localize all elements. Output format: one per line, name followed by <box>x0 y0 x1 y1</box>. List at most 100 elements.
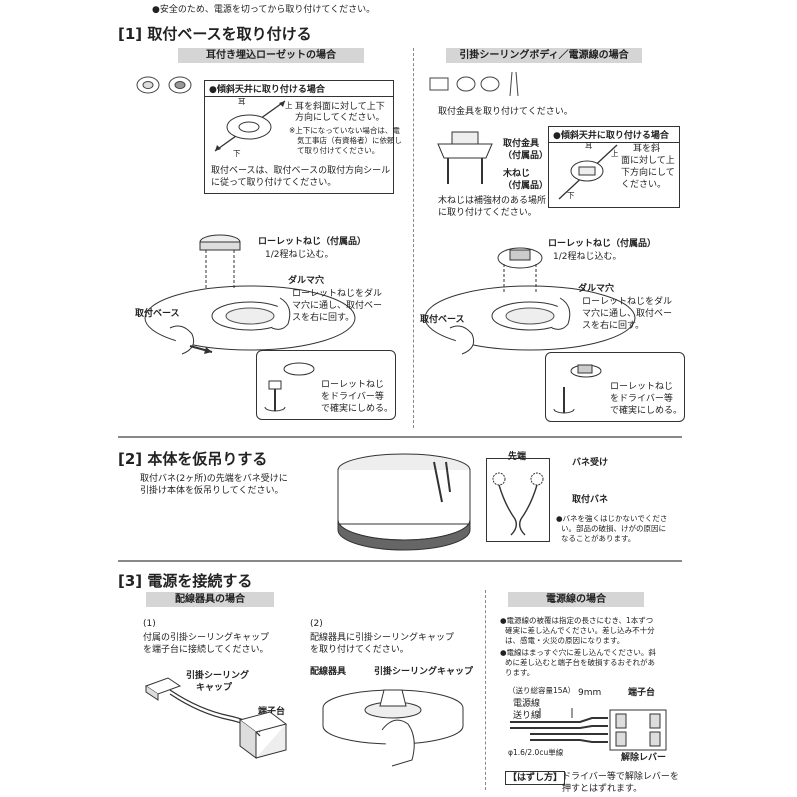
left-knurl-title: ローレットねじ（付属品） <box>258 237 367 247</box>
right-box-title: ●傾斜天井に取り付ける場合 <box>549 127 679 143</box>
rosette-banner: 耳付き埋込ローゼットの場合 <box>178 48 364 63</box>
left-label-ear: 耳 <box>238 97 246 106</box>
step1-terminal-label: 端子台 <box>258 707 286 717</box>
right-label-up: 上 <box>611 149 619 158</box>
left-inset-box: ローレットねじ をドライバー等 で確実にしめる。 <box>256 350 396 420</box>
wood-screw-label-2: （付属品） <box>503 181 549 191</box>
feed-capacity: （送り総容量15A） <box>508 686 576 695</box>
safety-notice: ●安全のため、電源を切ってから取り付けてください。 <box>152 5 376 15</box>
right-knurl-title: ローレットねじ（付属品） <box>548 239 657 249</box>
right-daruma-1: ローレットねじをダル <box>582 297 673 307</box>
device-label: 配線器具 <box>310 667 347 677</box>
left-warn-1: ※上下になっていない場合は、電 <box>289 126 400 135</box>
left-warn-3: て取り付けてください。 <box>297 146 380 155</box>
wire-spec: φ1.6/2.0cu単線 <box>508 748 564 757</box>
cap-attach-label: 引掛シーリングキャップ <box>374 667 474 677</box>
right-ear-4: ください。 <box>621 180 667 190</box>
section-1-divider <box>413 48 414 428</box>
spring-caution-1: ●バネを強くはじかないでくださ <box>556 514 668 523</box>
spring-receiver-label: バネ受け <box>572 458 609 468</box>
right-fitting-note: 取付金具を取り付けてください。 <box>438 107 573 117</box>
left-inset-diagram <box>264 362 315 412</box>
left-sloped-ceiling-box: ●傾斜天井に取り付ける場合 耳 上 下 耳を斜面に対して上下 方向にしてください… <box>204 80 402 194</box>
cap-terminal-diagram <box>144 677 288 759</box>
right-inset-1: ローレットねじ <box>610 382 674 392</box>
feed-line-label: 送り線 <box>513 711 541 721</box>
bracket-diagram <box>437 131 493 184</box>
right-daruma-3: スを右に回す。 <box>582 321 645 331</box>
left-warn-2: 気工事店（有資格者）に依頼し <box>297 136 402 145</box>
section-2-title: [2] 本体を仮吊りする <box>118 450 268 468</box>
power-note1-3: は、感電・火災の原因になります。 <box>505 636 625 645</box>
cap-label-2: キャップ <box>196 683 233 693</box>
ceiling-body-banner: 引掛シーリングボディ／電源線の場合 <box>446 48 642 63</box>
removal-label: 【はずし方】 <box>505 771 566 785</box>
bracket-label-1: 取付金具 <box>503 139 540 149</box>
wiring-device-banner: 配線器具の場合 <box>146 592 274 607</box>
ceiling-body-icons <box>429 71 519 97</box>
right-screw-note-2: に取り付けてください。 <box>438 208 537 218</box>
rosette-icons <box>136 76 192 94</box>
step2-text-1: 配線器具に引掛シーリングキャップ <box>310 633 455 643</box>
right-ear-1: 耳を斜 <box>633 144 661 154</box>
left-seal-note-1: 取付ベースは、取付ベースの取付方向シール <box>211 166 391 176</box>
right-knurl-sub: 1/2程ねじ込む。 <box>553 252 622 262</box>
section-2-desc-1: 取付バネ(2ヶ所)の先端をバネ受けに <box>140 474 288 484</box>
left-inset-1: ローレットねじ <box>321 380 385 390</box>
left-base-install-diagram <box>144 234 356 355</box>
left-label-up: 上 <box>285 101 293 110</box>
step2-number: (2) <box>310 619 323 629</box>
right-inset-2: をドライバー等 <box>610 394 673 404</box>
right-daruma-title: ダルマ穴 <box>578 284 615 294</box>
left-knurl-sub: 1/2程ねじ込む。 <box>265 250 334 260</box>
step1-text-1: 付属の引掛シーリングキャップ <box>143 633 270 643</box>
left-inset-2: をドライバー等 <box>321 392 384 402</box>
right-ear-3: 下方向にして <box>621 168 675 178</box>
spring-caution-3: なることがあります。 <box>561 534 636 543</box>
power-note1-1: ●電源線の被覆は指定の長さにむき、1本ずつ <box>500 616 654 625</box>
right-daruma-2: マ穴に通し、取付ベー <box>582 309 673 319</box>
power-line-banner: 電源線の場合 <box>508 592 644 607</box>
left-label-down: 下 <box>233 149 241 158</box>
removal-text-1: ドライバー等で解除レバーを <box>562 772 679 782</box>
left-ear-note-1: 耳を斜面に対して上下 <box>295 102 385 112</box>
step1-number: (1) <box>143 619 156 629</box>
right-inset-3: で確実にしめる。 <box>610 406 683 416</box>
left-base-label: 取付ベース <box>135 309 180 319</box>
power-note2-2: めに差し込むと端子台を破損するおそれがあ <box>505 658 655 667</box>
cap-attach-diagram <box>322 689 464 767</box>
spring-caution-2: い。部品の破損、けがの原因に <box>561 524 666 533</box>
right-ear-2: 面に対して上 <box>621 156 675 166</box>
bracket-label-2: （付属品） <box>503 151 549 161</box>
power-line-label: 電源線 <box>513 699 541 709</box>
section-1-bottom-rule <box>118 436 682 438</box>
fixture-body-diagram <box>337 453 471 551</box>
left-daruma-title: ダルマ穴 <box>288 276 325 286</box>
power-terminal-label: 端子台 <box>628 688 656 698</box>
section-2-bottom-rule <box>118 560 682 562</box>
left-daruma-2: マ穴に通し、取付ベー <box>292 301 383 311</box>
spring-label: 取付バネ <box>572 495 609 505</box>
power-note2-1: ●電線はまっすぐ穴に差し込んでください。斜 <box>500 648 656 657</box>
rosette-slope-diagram <box>214 100 286 152</box>
wire-terminal-diagram <box>510 708 667 751</box>
bracket-slope-diagram <box>558 144 618 200</box>
cap-label-1: 引掛シーリング <box>186 671 250 681</box>
right-inset-diagram <box>553 364 602 414</box>
right-base-install-diagram <box>424 247 636 355</box>
section-2-desc-2: 引掛け本体を仮吊りしてください。 <box>140 486 284 496</box>
spring-detail-box <box>486 458 550 542</box>
spring-tip-label: 先端 <box>508 452 527 462</box>
left-daruma-3: スを右に回す。 <box>292 313 355 323</box>
right-sloped-ceiling-box: ●傾斜天井に取り付ける場合 耳 上 下 耳を斜 面に対して上 下方向にして くだ… <box>548 126 680 208</box>
wood-screw-label-1: 木ねじ <box>503 169 531 179</box>
section-1-title: [1] 取付ベースを取り付ける <box>118 25 312 43</box>
right-inset-box: ローレットねじ をドライバー等 で確実にしめる。 <box>545 352 685 422</box>
spring-detail-diagram <box>492 472 544 536</box>
right-screw-note-1: 木ねじは補強材のある場所 <box>438 196 547 206</box>
power-note1-2: 確実に差し込んでください。差し込み不十分 <box>505 626 655 635</box>
power-note2-3: ります。 <box>505 668 535 677</box>
right-label-ear: 耳 <box>585 141 593 150</box>
left-inset-3: で確実にしめる。 <box>321 404 394 414</box>
strip-length: 9mm <box>578 688 602 698</box>
